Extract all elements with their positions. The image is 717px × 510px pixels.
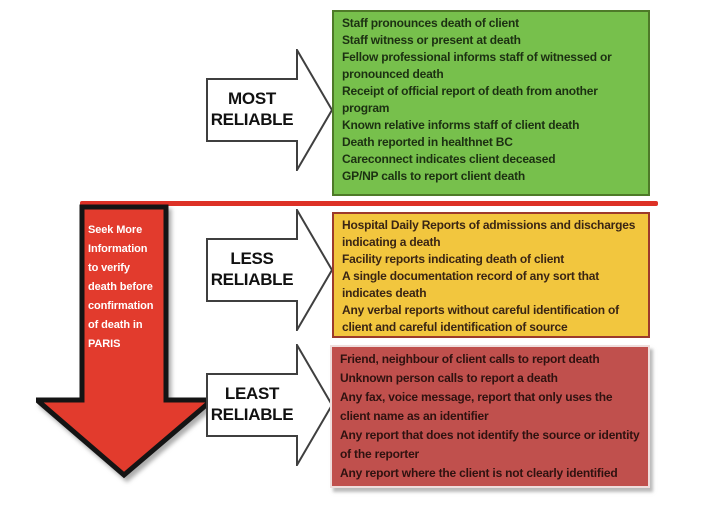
- list-item: Any report where the client is not clear…: [340, 466, 618, 480]
- label-line: MOST: [228, 89, 276, 109]
- list-item: Hospital Daily Reports of admissions and…: [342, 218, 636, 249]
- list-item: Receipt of official report of death from…: [342, 84, 598, 115]
- list-item: Known relative informs staff of client d…: [342, 118, 580, 132]
- list-item: A single documentation record of any sor…: [342, 269, 600, 300]
- list-item: Staff witness or present at death: [342, 33, 521, 47]
- list-item: Friend, neighbour of client calls to rep…: [340, 352, 600, 366]
- label-line: RELIABLE: [210, 110, 294, 129]
- less-reliable-label: LESS RELIABLE: [207, 239, 297, 301]
- most-reliable-box: Staff pronounces death of client Staff w…: [332, 10, 650, 196]
- least-reliable-box: Friend, neighbour of client calls to rep…: [330, 345, 650, 488]
- caption-line: to verify: [88, 262, 130, 274]
- least-reliable-arrow-icon: [206, 344, 334, 466]
- caption-line: Seek More: [88, 224, 143, 236]
- less-reliable-box: Hospital Daily Reports of admissions and…: [332, 212, 650, 338]
- most-reliable-label: MOST RELIABLE: [207, 79, 297, 141]
- label-line: RELIABLE: [210, 270, 294, 289]
- red-arrow-caption: Seek More Information to verify death be…: [88, 221, 166, 354]
- list-item: Any fax, voice message, report that only…: [340, 390, 613, 423]
- list-item: Facility reports indicating death of cli…: [342, 252, 565, 266]
- list-item: Any report that does not identify the so…: [340, 428, 640, 461]
- label-line: LESS: [230, 249, 274, 269]
- list-item: Staff pronounces death of client: [342, 16, 519, 30]
- most-reliable-arrow-icon: [206, 49, 334, 171]
- caption-line: death before: [88, 281, 153, 293]
- list-item: Careconnect indicates client deceased: [342, 152, 556, 166]
- red-divider-line: [80, 201, 658, 206]
- caption-line: confirmation: [88, 300, 154, 312]
- red-down-arrow-icon: [36, 204, 215, 479]
- least-reliable-label: LEAST RELIABLE: [207, 374, 297, 436]
- list-item: Any verbal reports without careful ident…: [342, 303, 619, 334]
- caption-line: of death in: [88, 319, 143, 331]
- label-line: LEAST: [224, 384, 280, 404]
- less-reliable-arrow-icon: [206, 209, 334, 331]
- list-item: Fellow professional informs staff of wit…: [342, 50, 612, 81]
- caption-line: PARIS: [88, 338, 121, 350]
- label-line: RELIABLE: [210, 405, 294, 424]
- caption-line: Information: [88, 243, 148, 255]
- list-item: GP/NP calls to report client death: [342, 169, 526, 183]
- list-item: Unknown person calls to report a death: [340, 371, 558, 385]
- list-item: Death reported in healthnet BC: [342, 135, 513, 149]
